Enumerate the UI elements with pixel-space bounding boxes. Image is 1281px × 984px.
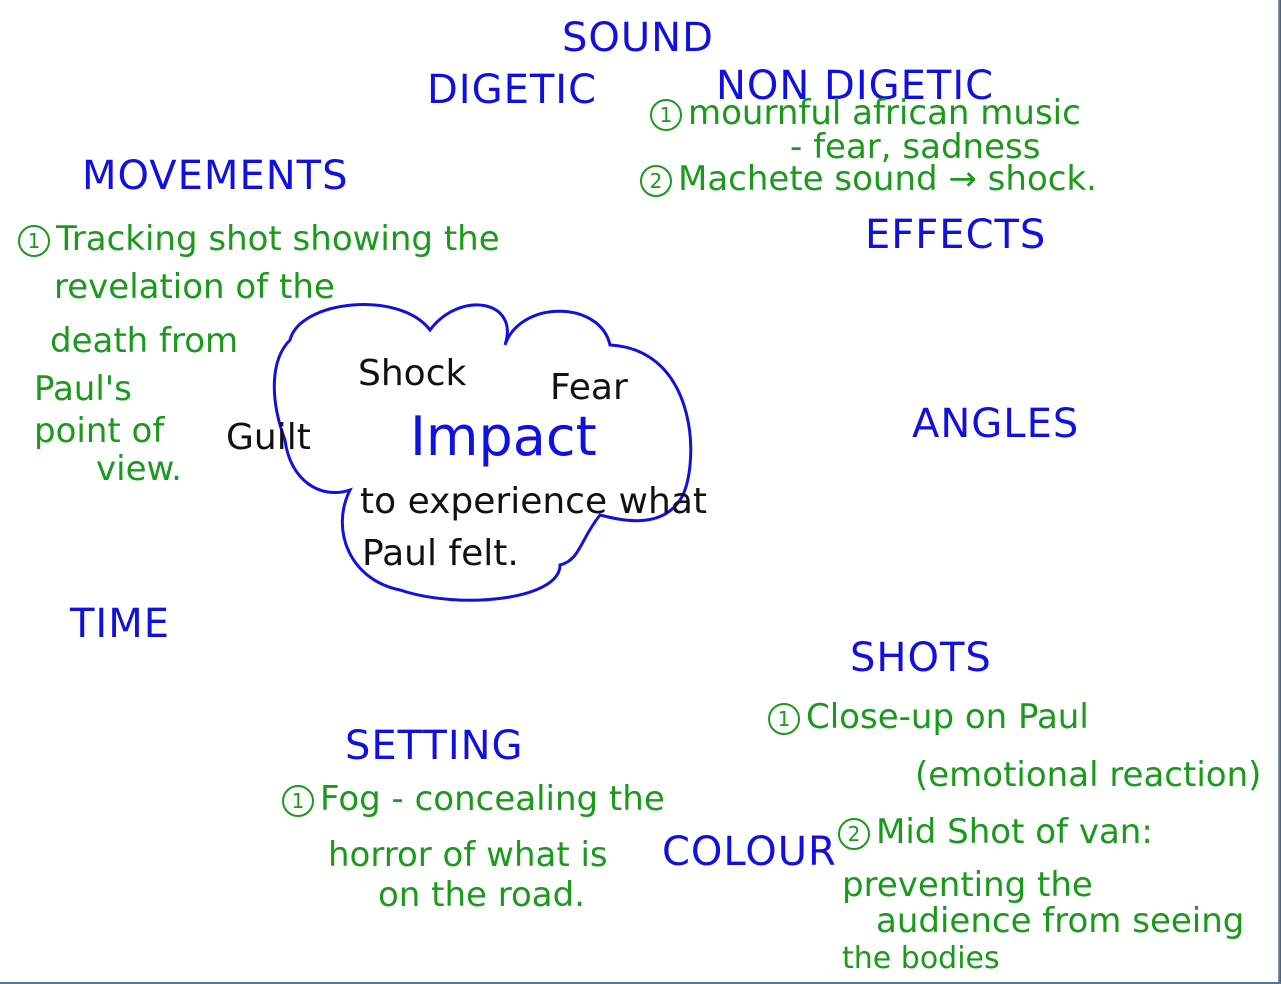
movements-note-line-5: point of [34,411,165,451]
number-badge: 1 [18,224,50,257]
center-impact: Impact [410,405,597,468]
movements-note-line-4: Paul's [34,369,132,409]
time-heading: TIME [70,601,171,647]
setting-note-1-text: Fog - concealing the [320,779,665,819]
center-guilt: Guilt [226,417,311,458]
window-edge-bottom [0,982,1281,984]
setting-note-2: horror of what is [328,835,608,875]
number-badge: 1 [768,702,800,735]
center-shock: Shock [358,353,467,394]
sound-note-1b: - fear, sadness [790,127,1041,167]
colour-heading: COLOUR [662,829,837,875]
shots-note-2d: the bodies [842,941,1000,976]
center-line-1: to experience what [360,481,707,522]
number-badge: 1 [650,98,682,131]
digetic-heading: DIGETIC [427,67,598,113]
angles-heading: ANGLES [912,401,1080,447]
shots-note-1b: (emotional reaction) [915,755,1262,795]
sound-note-2-text: Machete sound → shock. [678,159,1097,199]
number-badge: 1 [282,784,314,817]
shots-note-2b: preventing the [842,865,1093,905]
movements-heading: MOVEMENTS [82,153,349,199]
cloud-outline [272,303,693,602]
effects-heading: EFFECTS [865,212,1047,258]
sound-heading: SOUND [562,15,714,61]
non-digetic-heading: NON DIGETIC [716,63,995,109]
shots-note-2-text: Mid Shot of van: [876,812,1153,852]
window-edge-right [1278,0,1281,984]
movements-note-line-6: view. [96,449,182,489]
number-badge: 2 [640,164,672,197]
movements-note-line-2: revelation of the [54,267,335,307]
center-line-2: Paul felt. [362,533,519,574]
shots-heading: SHOTS [850,635,992,681]
setting-heading: SETTING [345,723,524,769]
shots-note-2c: audience from seeing [876,901,1245,941]
shots-note-1-text: Close-up on Paul [806,697,1089,737]
number-badge: 2 [838,817,870,850]
movements-note-line-3: death from [50,321,239,361]
movements-note-text-1: Tracking shot showing the [56,219,500,259]
setting-note-3: on the road. [378,875,586,915]
sound-note-1-text: mournful african music [688,93,1081,133]
center-fear: Fear [550,367,628,408]
